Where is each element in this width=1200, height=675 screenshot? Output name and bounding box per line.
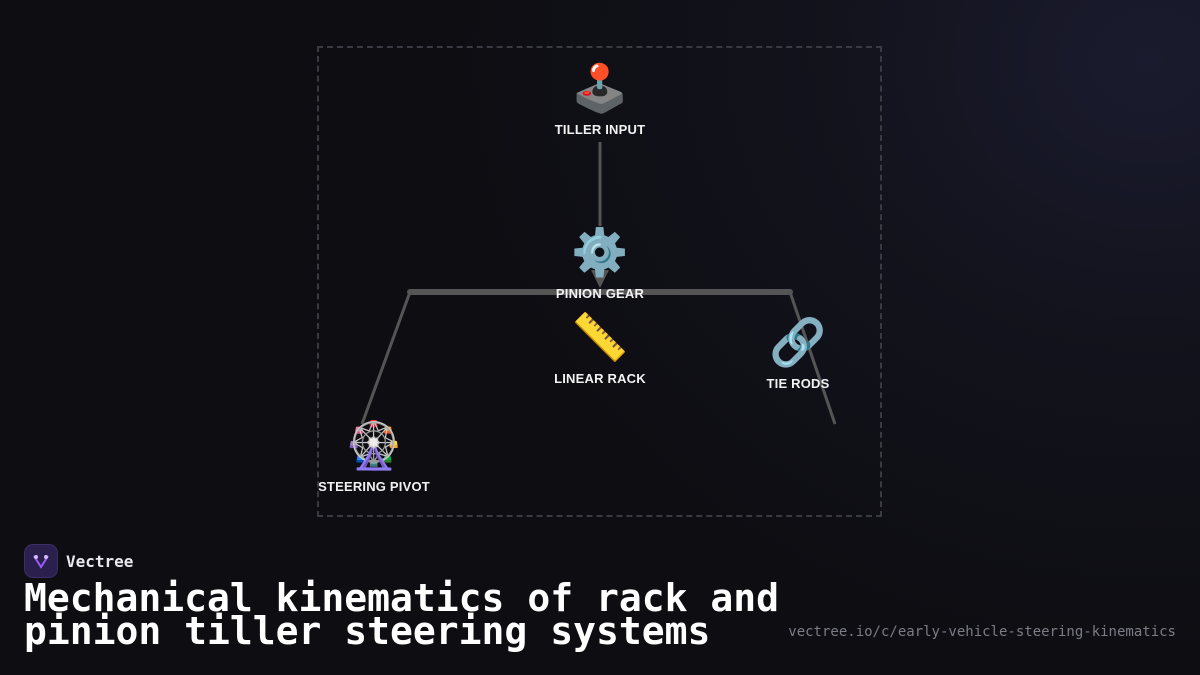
brand-name: Vectree (66, 551, 134, 571)
node-label: LINEAR RACK (554, 371, 646, 386)
ferris-wheel-icon: 🎡 (345, 419, 403, 471)
edge-bus-pivot (360, 291, 412, 425)
node-label: TIE RODS (766, 376, 830, 391)
node-linear-rack: 📏 LINEAR RACK (520, 309, 680, 386)
vectree-logo-icon (24, 544, 58, 578)
node-pinion-gear: ⚙️ PINION GEAR (520, 224, 680, 301)
brand: Vectree (24, 544, 133, 578)
page-title: Mechanical kinematics of rack and pinion… (24, 576, 779, 653)
diagram-frame (317, 46, 882, 517)
node-tie-rods: 🔗 TIE RODS (718, 314, 878, 391)
node-label: PINION GEAR (555, 286, 645, 301)
gear-icon: ⚙️ (571, 226, 629, 278)
joystick-icon: 🕹️ (571, 62, 629, 114)
node-label: STEERING PIVOT (318, 479, 430, 494)
node-label: TILLER INPUT (554, 122, 646, 137)
ruler-icon: 📏 (571, 311, 629, 363)
link-icon: 🔗 (769, 316, 827, 368)
node-steering-pivot: 🎡 STEERING PIVOT (294, 417, 454, 494)
node-tiller-input: 🕹️ TILLER INPUT (520, 60, 680, 137)
edge-bus-tierods (788, 291, 837, 425)
source-url[interactable]: vectree.io/c/early-vehicle-steering-kine… (788, 624, 1176, 640)
edge-arrowhead (591, 270, 609, 288)
